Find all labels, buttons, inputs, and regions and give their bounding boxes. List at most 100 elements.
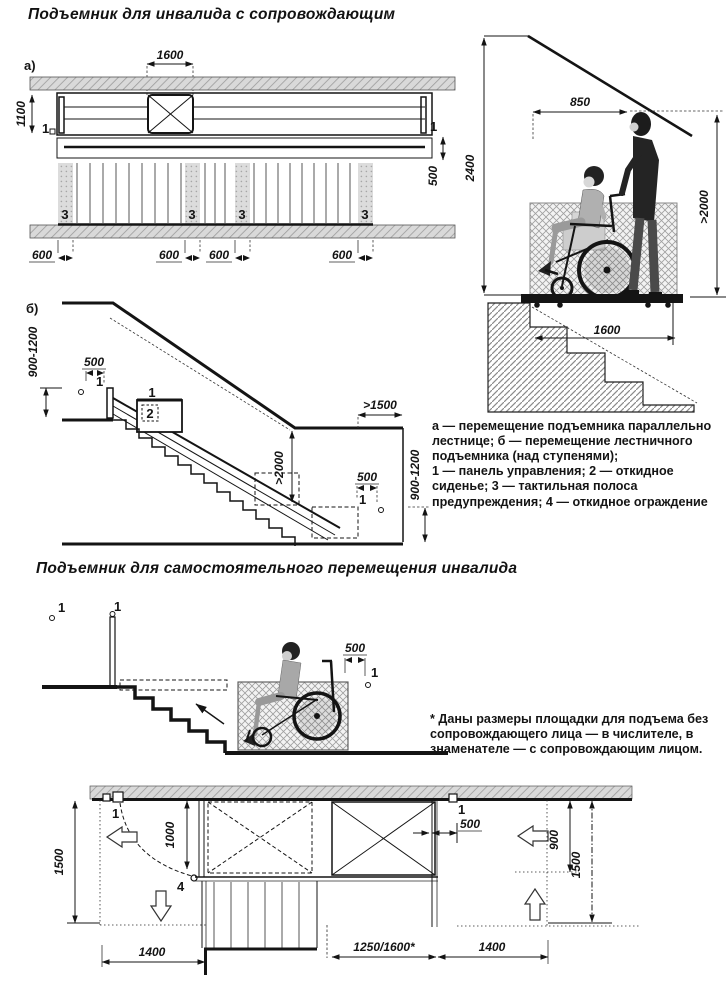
dim-500-plan: 500 — [460, 817, 480, 831]
platform-lower-dashed — [254, 472, 300, 506]
panel-symbol-wall — [49, 615, 55, 621]
companion-person — [619, 112, 662, 297]
platform-upper-position — [207, 801, 313, 874]
figure-companion-sideview: 2400 850 >2000 1600 — [463, 34, 726, 413]
dim-gt2000: >2000 — [697, 190, 711, 224]
marker-1-plan-left: 1 — [112, 806, 119, 821]
svg-text:500: 500 — [345, 641, 365, 655]
panel-upper-group: 500 1 — [78, 355, 114, 419]
marker-2-seat: 2 — [146, 406, 153, 421]
footnote: * Даны размеры площадки для подъема без … — [430, 712, 725, 757]
figure-b-label: б) — [26, 301, 38, 316]
panel-lower-group: 500 1 — [355, 470, 384, 513]
dim-1000: 1000 — [163, 821, 177, 848]
exit-arrow-left — [105, 825, 138, 849]
figure-self-sideview: 1 1 500 — [42, 599, 448, 755]
dim-600-3: 600 — [209, 248, 229, 262]
marker-panel-right: 1 — [430, 119, 437, 134]
dim-500-upper: 500 — [84, 355, 104, 369]
wall-band — [89, 785, 633, 800]
marker-1-lower: 1 — [359, 492, 366, 507]
dim-gt1500: >1500 — [363, 398, 397, 412]
dim-1600: 1600 — [157, 48, 184, 62]
dim-1500-right: 1500 — [569, 851, 583, 878]
dim-900-1200-left: 900-1200 — [26, 326, 40, 377]
stairs-profile — [113, 419, 296, 546]
wall-bottom — [29, 224, 456, 239]
dim-900-1200-right: 900-1200 — [408, 449, 422, 500]
wall-top — [29, 76, 456, 91]
legend: а — перемещение подъемника параллельно л… — [432, 419, 725, 510]
dim-600-group: 600 600 600 600 — [29, 240, 374, 263]
legend-views: а — перемещение подъемника параллельно л… — [432, 419, 712, 464]
platform-upper-dashed — [119, 679, 228, 691]
footnote-star: * — [430, 712, 435, 726]
dim-600-2: 600 — [159, 248, 179, 262]
footnote-text: Даны размеры площадки для подъема без со… — [430, 712, 709, 757]
platform-parked-box — [147, 94, 194, 134]
marker-strip-4: 3 — [361, 207, 368, 222]
wheelchair-user — [243, 642, 342, 748]
panel-post — [109, 616, 116, 688]
figure-b-sideview: б) 900-1200 500 1 1 2 — [26, 301, 430, 546]
track-end-right — [420, 96, 427, 134]
lift-platform — [521, 294, 683, 308]
stair-guard-line — [62, 301, 403, 430]
marker-1-wall: 1 — [58, 600, 65, 615]
platform-floor-dashed — [311, 506, 359, 539]
seated-person — [538, 166, 607, 276]
dim-500-lower: 500 — [357, 470, 377, 484]
figure-plan: 1500 1 1000 4 1400 — [52, 785, 640, 975]
dim-600-4: 600 — [332, 248, 352, 262]
stair-treads-plan — [76, 163, 351, 223]
panel-post-upper — [106, 387, 114, 419]
dim-gt2000-b: >2000 — [272, 451, 286, 485]
dim-850: 850 — [570, 95, 590, 109]
marker-1-plan-right: 1 — [458, 802, 465, 817]
panel-symbol-right — [365, 682, 371, 688]
dim-1600-side: 1600 — [594, 323, 621, 337]
figure-a-label: а) — [24, 58, 36, 73]
section2-title: Подъемник для самостоятельного перемещен… — [36, 560, 518, 577]
marker-1-post: 1 — [114, 599, 121, 614]
marker-strip-3: 3 — [238, 207, 245, 222]
dim-900: 900 — [547, 830, 561, 850]
dim-stair-width: 1250/1600* — [353, 940, 416, 954]
marker-1-right: 1 — [371, 665, 378, 680]
lift-track — [56, 92, 433, 136]
panel-symbol-upper — [78, 389, 84, 395]
track-end-left — [58, 96, 65, 134]
dim-600-1: 600 — [32, 248, 52, 262]
marker-strip-2: 3 — [188, 207, 195, 222]
marker-1-platform: 1 — [148, 385, 155, 400]
guide-rail — [56, 137, 433, 159]
legend-items: 1 — панель управления; 2 — откидное сиде… — [432, 464, 708, 509]
marker-4-barrier: 4 — [177, 879, 185, 894]
marker-panel-left: 1 — [42, 121, 49, 136]
dim-500: 500 — [426, 166, 440, 186]
dim-1400-right: 1400 — [479, 940, 506, 954]
stair-slope-line — [527, 34, 693, 138]
section1-title: Подъемник для инвалида с сопровождающим — [28, 6, 396, 23]
marker-strip-1: 3 — [61, 207, 68, 222]
stairs-profile — [117, 685, 227, 753]
entry-arrow-up — [523, 887, 547, 921]
panel-symbol-lower — [378, 507, 384, 513]
travel-direction-arrow — [195, 703, 225, 725]
tactile-strips: 3 3 3 3 — [58, 163, 373, 224]
marker-1-upper: 1 — [96, 374, 103, 389]
stairwell-treads — [213, 882, 300, 948]
barrier-pivot — [190, 874, 198, 882]
stair-lift-platform: 1 2 — [136, 385, 183, 433]
panel-symbol-post — [109, 611, 116, 617]
dim-2400: 2400 — [463, 154, 477, 182]
figure-a-plan: а) 1600 1100 1 1 500 — [14, 48, 456, 263]
gate-post — [112, 791, 124, 803]
platform-parked-position — [331, 801, 436, 876]
exit-arrow-down — [149, 890, 173, 923]
stairs — [487, 302, 695, 413]
entry-arrow-left — [516, 824, 549, 848]
dim-1400-left: 1400 — [139, 945, 166, 959]
